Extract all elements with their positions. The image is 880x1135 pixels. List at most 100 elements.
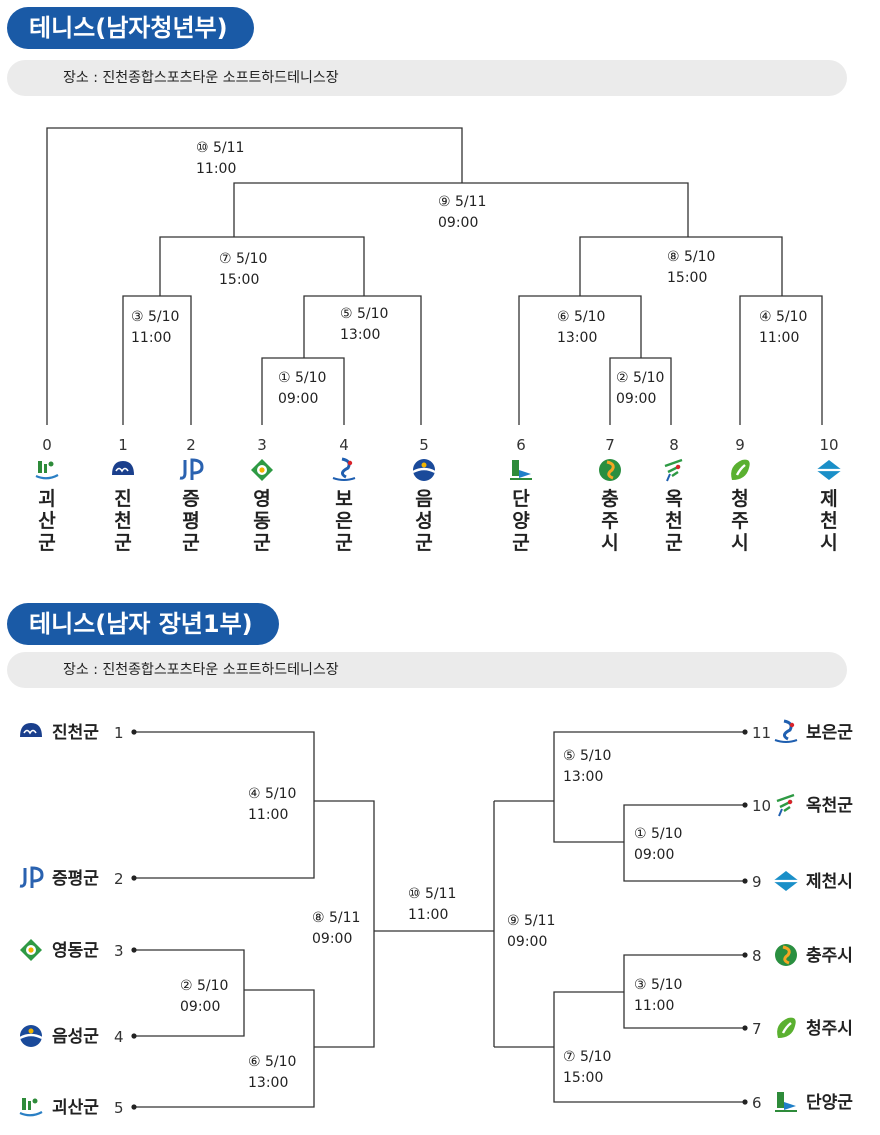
team-name: 제천시: [806, 872, 853, 892]
team-name-char: 보: [335, 488, 352, 510]
team-seed: 4: [114, 1028, 124, 1046]
team-name-char: 군: [253, 532, 270, 554]
svg-text:⑥ 5/10: ⑥ 5/10: [557, 309, 605, 325]
match-label-m7: ⑦ 5/10 15:00: [563, 1049, 611, 1086]
team-name-char: 성: [415, 510, 432, 532]
team-name-char: 양: [512, 510, 530, 532]
team-name-char: 군: [415, 532, 432, 554]
team-name-char: 군: [335, 532, 352, 554]
cheongju-emblem-icon: [731, 459, 750, 480]
team-seed: 1: [118, 436, 128, 454]
bracket-line-m8: [314, 800, 375, 1048]
team-name: 보은군: [806, 723, 853, 743]
team-name-char: 시: [820, 532, 837, 554]
jecheon-emblem-icon: [773, 871, 799, 891]
team-seed: 1: [114, 724, 124, 742]
svg-text:① 5/10: ① 5/10: [634, 826, 682, 842]
bracket-line-m2: [609, 357, 672, 425]
jincheon-emblem-icon: [20, 723, 42, 737]
svg-text:09:00: 09:00: [634, 847, 674, 863]
team-name-char: 평: [182, 510, 199, 532]
bracket-line-m7: [159, 236, 365, 296]
bracket-line-m6: [518, 295, 642, 425]
svg-text:15:00: 15:00: [667, 270, 707, 286]
team-seed: 0: [42, 436, 52, 454]
team-name: 괴산군: [52, 1098, 99, 1118]
team-seed: 11: [752, 724, 771, 742]
team-seed: 7: [605, 436, 615, 454]
team-seed: 6: [516, 436, 526, 454]
team-name: 청주시: [806, 1018, 853, 1039]
team-seed: 8: [669, 436, 679, 454]
team-name-char: 주: [731, 510, 748, 532]
team-seed: 4: [339, 436, 349, 454]
svg-text:⑦ 5/10: ⑦ 5/10: [219, 251, 267, 267]
svg-text:11:00: 11:00: [634, 998, 674, 1014]
eumseong-emblem-icon: [19, 1025, 43, 1047]
goesan-emblem-icon: [19, 1098, 43, 1117]
match-label-m3: ③ 5/10 11:00: [131, 309, 179, 346]
svg-text:⑨ 5/11: ⑨ 5/11: [438, 194, 486, 210]
danyang-emblem-icon: [775, 1092, 797, 1112]
svg-text:15:00: 15:00: [563, 1070, 603, 1086]
section1-bracket: ⑩ 5/11 11:00 ⑨ 5/11 09:00 ⑦ 5/10 15:00 ⑧…: [35, 127, 842, 554]
match-label-m6: ⑥ 5/10 13:00: [557, 309, 605, 346]
team-name: 영동군: [52, 941, 99, 961]
boeun-emblem-icon: [332, 457, 356, 481]
team-name-char: 괴: [38, 488, 55, 510]
jecheon-emblem-icon: [816, 460, 842, 480]
okcheon-emblem-icon: [664, 458, 683, 482]
match-label-m4: ④ 5/10 11:00: [248, 786, 296, 823]
svg-text:15:00: 15:00: [219, 272, 259, 288]
team-name-char: 군: [114, 532, 131, 554]
team-name-char: 영: [253, 488, 270, 510]
team-name-char: 동: [253, 510, 270, 532]
team-name-char: 단: [512, 488, 530, 510]
svg-text:③ 5/10: ③ 5/10: [131, 309, 179, 325]
svg-text:⑦ 5/10: ⑦ 5/10: [563, 1049, 611, 1065]
team-name-char: 군: [38, 532, 55, 554]
match-label-m2: ② 5/10 09:00: [180, 978, 228, 1015]
bracket-line-m4: [739, 295, 823, 425]
chungju-emblem-icon: [775, 944, 797, 966]
match-label-m1: ① 5/10 09:00: [634, 826, 682, 863]
team-name-char: 군: [182, 532, 199, 554]
svg-text:09:00: 09:00: [616, 391, 656, 407]
bracket-line-m5: [553, 731, 745, 843]
match-label-m7: ⑦ 5/10 15:00: [219, 251, 267, 288]
team-seed: 2: [114, 870, 124, 888]
team-name-char: 제: [820, 488, 837, 510]
section2-team-11: 11 보은군: [752, 719, 853, 743]
team-seed: 9: [752, 873, 762, 891]
match-label-m5: ⑤ 5/10 13:00: [563, 748, 611, 785]
team-name-char: 옥: [665, 488, 682, 510]
chungju-emblem-icon: [599, 459, 621, 481]
team-name-char: 진: [114, 488, 131, 510]
bracket-line-m4: [134, 731, 315, 879]
svg-text:⑩ 5/11: ⑩ 5/11: [196, 140, 244, 156]
bracket-line-m9: [233, 182, 689, 237]
svg-text:⑩ 5/11: ⑩ 5/11: [408, 886, 456, 902]
section2-title: 테니스(남자 장년1부): [7, 603, 279, 645]
team-name-char: 시: [601, 532, 618, 554]
match-label-m10: ⑩ 5/11 11:00: [408, 886, 456, 923]
section1-teams: 0괴산군1진천군2증평군3영동군4보은군5음성군6단양군7충주시8옥천군9청주시…: [35, 436, 842, 554]
svg-text:11:00: 11:00: [196, 161, 236, 177]
team-name-char: 주: [601, 510, 618, 532]
yeongdong-emblem-icon: [251, 459, 273, 481]
match-label-m8: ⑧ 5/10 15:00: [667, 249, 715, 286]
svg-text:⑥ 5/10: ⑥ 5/10: [248, 1054, 296, 1070]
bracket-line-m8: [579, 236, 783, 296]
team-seed: 2: [186, 436, 196, 454]
svg-text:11:00: 11:00: [408, 907, 448, 923]
